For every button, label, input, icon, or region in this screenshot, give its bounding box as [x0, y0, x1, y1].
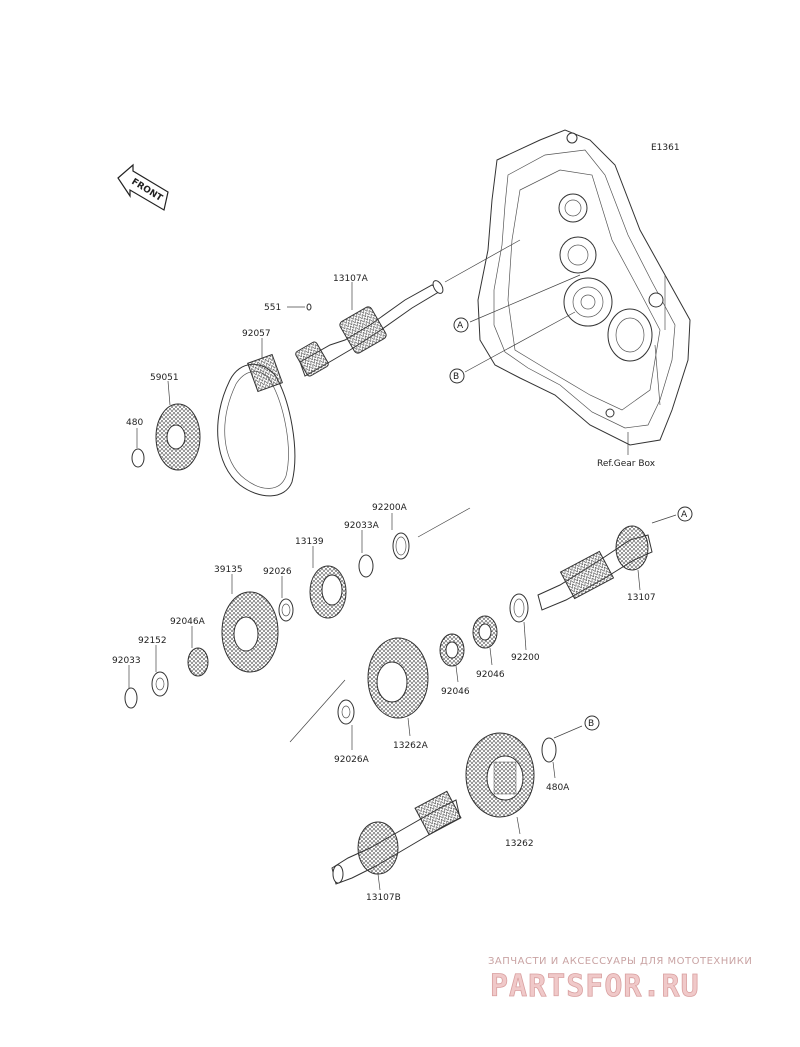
label-92046a: 92046A [170, 617, 206, 627]
gear-13139: 13139 [295, 537, 347, 619]
label-92152: 92152 [138, 636, 167, 646]
gear-13262: 13262 [465, 732, 535, 849]
label-59051: 59051 [150, 373, 179, 383]
bearing-92046a: 92046A [170, 617, 209, 677]
label-92026a: 92026A [334, 755, 370, 765]
ref-marker-b2-label: B [588, 719, 594, 729]
label-92200: 92200 [511, 653, 540, 663]
label-480: 480 [126, 418, 143, 428]
ref-gear-box-label: Ref.Gear Box [597, 459, 656, 469]
ref-marker-a: A [453, 274, 581, 333]
circlip-480: 480 [126, 418, 145, 468]
label-92033: 92033 [112, 656, 141, 666]
shaft-13107a: 13107A [295, 239, 521, 377]
ref-marker-a-label: A [457, 321, 464, 331]
label-92200a: 92200A [372, 503, 408, 513]
label-92026: 92026 [263, 567, 292, 577]
label-13262a: 13262A [393, 741, 429, 751]
diagram-code: E1361 [651, 143, 680, 153]
label-480a: 480A [546, 783, 570, 793]
label-13139: 13139 [295, 537, 324, 547]
label-92046-2: 92046 [441, 687, 470, 697]
washer-92200: 92200 [509, 593, 540, 663]
label-92057: 92057 [242, 329, 271, 339]
collar-92152: 92152 [138, 636, 169, 697]
bearing-92046-2: 92046 [439, 633, 470, 697]
ref-marker-a2-label: A [681, 510, 688, 520]
shaft-13107b: 13107B [331, 790, 462, 903]
sprocket-59051: 59051 [150, 373, 201, 471]
bearing-92046-1: 92046 [472, 615, 505, 680]
watermark-caption: ЗАПЧАСТИ И АКСЕССУАРЫ ДЛЯ МОТОТЕХНИКИ [488, 956, 752, 967]
circlip-480a: B 480A [541, 715, 600, 793]
label-39135: 39135 [214, 565, 243, 575]
gear-39135: 39135 [214, 565, 279, 673]
shaft-13107: A 13107 [537, 506, 693, 611]
drive-chain-92057: 92057 [217, 329, 296, 497]
label-92046-1: 92046 [476, 670, 505, 680]
circlip-92033a: 92033A [344, 521, 380, 578]
label-13107a: 13107A [333, 274, 369, 284]
label-92033a: 92033A [344, 521, 380, 531]
watermark: ЗАПЧАСТИ И АКСЕССУАРЫ ДЛЯ МОТОТЕХНИКИ PA… [488, 956, 752, 1004]
front-arrow-icon: FRONT [117, 163, 169, 211]
washer-92200a: 92200A [372, 503, 410, 560]
label-13262: 13262 [505, 839, 534, 849]
washer-92026: 92026 [263, 567, 294, 622]
ref-marker-b: B [449, 311, 576, 384]
label-13107: 13107 [627, 593, 656, 603]
washer-92026a: 92026A [334, 699, 370, 765]
gear-box-housing [477, 129, 691, 446]
circlip-92033: 92033 [112, 656, 141, 709]
label-13107b: 13107B [366, 893, 401, 903]
gear-13262a: 13262A [367, 637, 429, 751]
label-551: 551 [264, 303, 281, 313]
ref-marker-b-label: B [453, 372, 459, 382]
part-551: 551 [264, 303, 312, 313]
watermark-logo: PARTSFOR.RU [490, 969, 700, 1004]
